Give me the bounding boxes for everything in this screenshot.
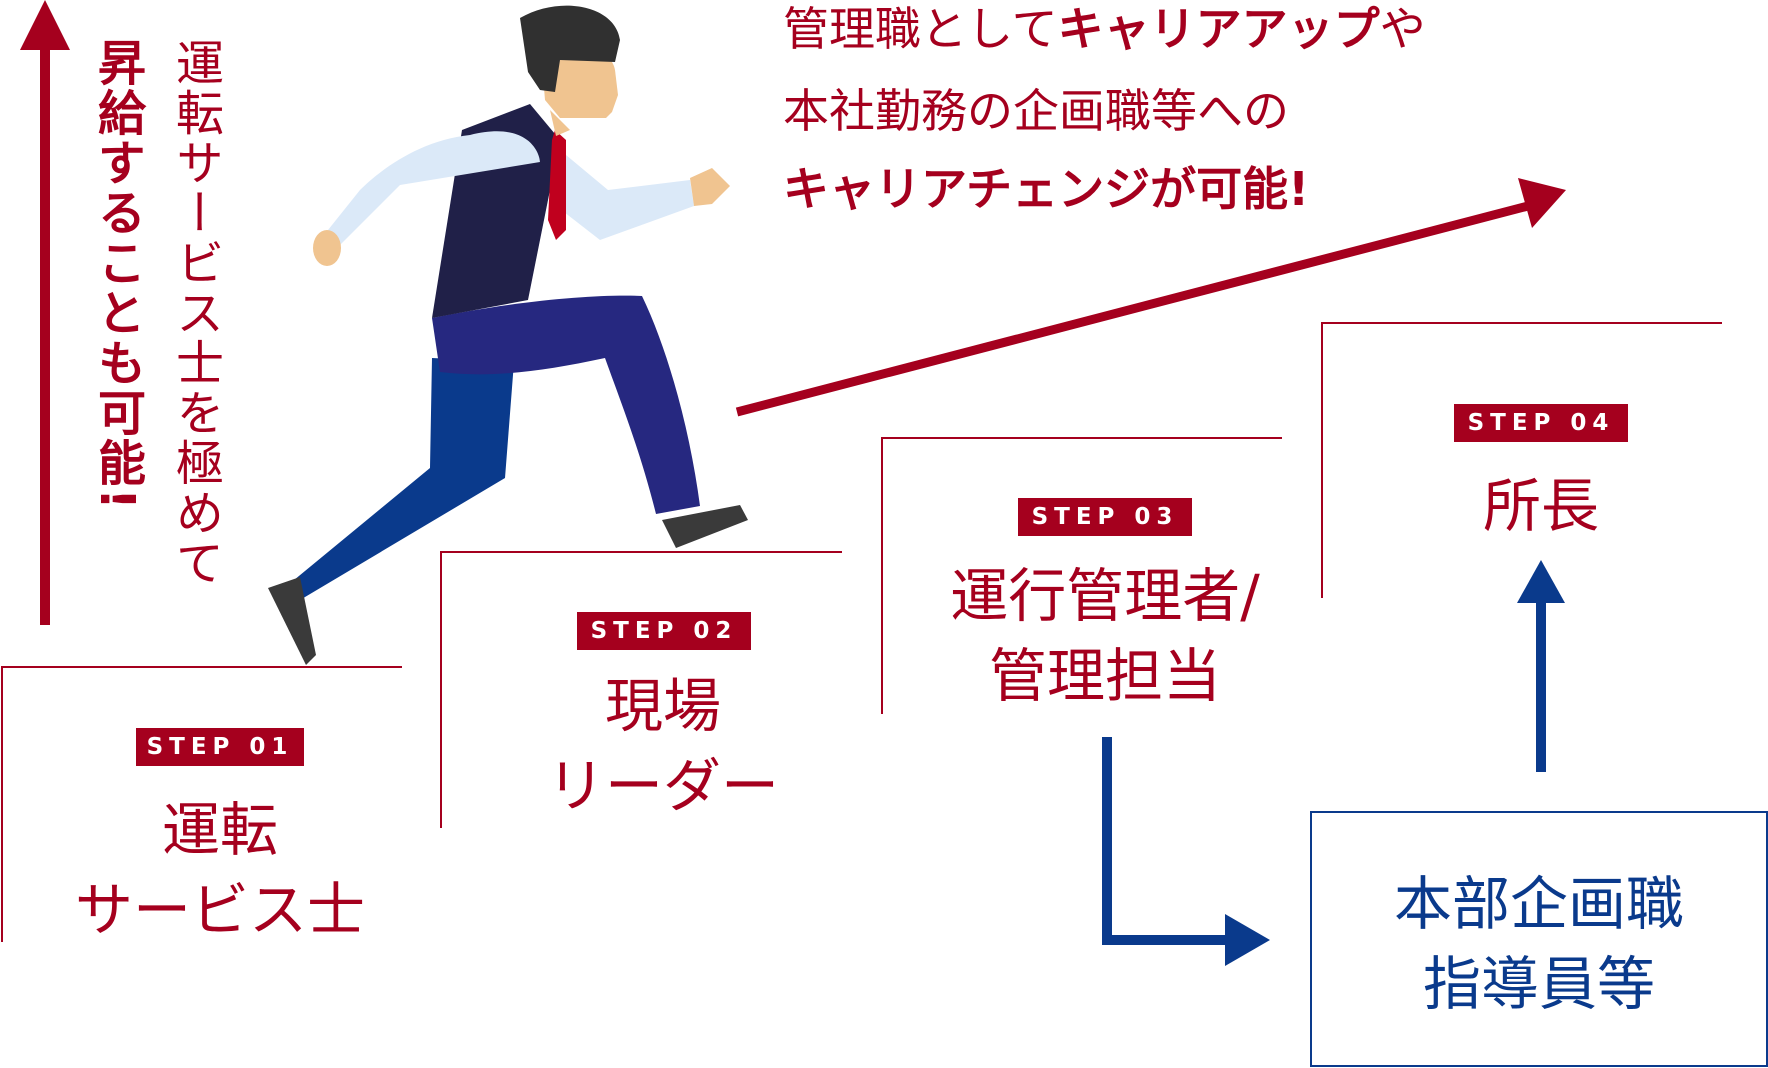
headline-line-1: 管理職としてキャリアアップや — [783, 2, 1426, 56]
arrow-diagonal-icon — [735, 178, 1566, 417]
step-outline-03 — [881, 437, 1282, 714]
step-02-badge: STEP 02 — [577, 612, 751, 650]
step-outline-04 — [1321, 322, 1722, 598]
step-outline-01 — [1, 666, 402, 942]
vertical-regular-text: 運転サービス士を極めて — [167, 38, 223, 588]
step-03-title: 運行管理者/管理担当 — [950, 562, 1260, 710]
headline-line-3: キャリアチェンジが可能! — [783, 162, 1310, 216]
arrow-elbow-right-icon — [1102, 737, 1270, 966]
vertical-bold-text: 昇給することも可能! — [89, 38, 145, 512]
hq-box-title: 本部企画職指導員等 — [1393, 870, 1684, 1018]
hq-box — [1310, 811, 1768, 1067]
step-outline-02 — [440, 551, 842, 828]
step-03-badge: STEP 03 — [1018, 498, 1192, 536]
step-01-title: 運転サービス士 — [74, 796, 365, 944]
step-outlines — [1, 322, 1722, 942]
running-businessman-icon — [268, 5, 748, 665]
step-04-title: 所長 — [1482, 472, 1599, 540]
step-01-badge: STEP 01 — [136, 728, 304, 766]
headline-line-2: 本社勤務の企画職等への — [783, 84, 1289, 138]
arrow-up-icon — [20, 0, 70, 625]
arrow-up-blue-icon — [1517, 560, 1565, 772]
step-02-title: 現場リーダー — [546, 672, 779, 820]
step-04-badge: STEP 04 — [1454, 404, 1628, 442]
